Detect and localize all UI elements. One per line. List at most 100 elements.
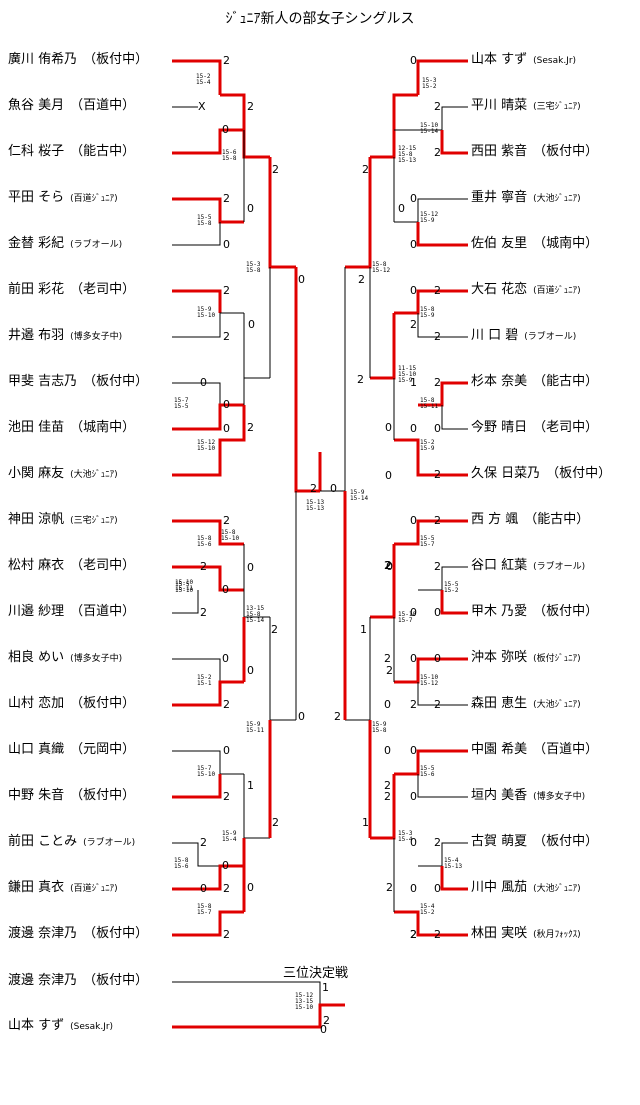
player-name: 山口 真織 <box>8 742 65 757</box>
match-score: 2 <box>223 514 230 527</box>
bracket-line-71 <box>172 981 321 1005</box>
player-club: （板付中） <box>83 374 149 389</box>
player-entry: 井邉 布羽(博多女子中) <box>8 328 122 345</box>
bracket-line-42 <box>416 222 468 247</box>
bracket-line-39 <box>370 93 418 159</box>
bracket-line-37 <box>418 106 468 131</box>
player-name: 杉本 奈美 <box>471 374 528 389</box>
player-club: （板付中） <box>533 604 599 619</box>
match-score: 2 <box>434 468 441 481</box>
bracket-line-36 <box>416 59 468 95</box>
match-score: 0 <box>434 422 441 435</box>
game-scores: 15-5 15-8 <box>197 214 212 227</box>
player-entry: 池田 佳苗（城南中） <box>8 420 135 436</box>
match-score: 0 <box>222 123 229 136</box>
bracket-line-19 <box>172 590 199 614</box>
player-entry: 神田 涼帆 (三宅ｼﾞｭﾆｱ) <box>8 512 118 529</box>
match-score: 2 <box>223 928 230 941</box>
player-name: 谷口 紅葉 <box>471 558 528 573</box>
match-score: 2 <box>223 882 230 895</box>
player-club: (ラブオール) <box>70 240 123 250</box>
player-name: 林田 実咲 <box>471 926 528 941</box>
match-score: 0 <box>248 318 255 331</box>
game-scores: 15-7 15-5 <box>174 397 189 410</box>
bracket-line-53 <box>394 519 468 546</box>
player-club: （老司中） <box>70 558 136 573</box>
match-score: 2 <box>410 318 417 331</box>
bracket-line-48 <box>441 405 468 430</box>
player-club: (百道ｼﾞｭﾆｱ) <box>533 286 581 296</box>
bracket-line-11 <box>172 382 221 405</box>
player-name: 西田 紫音 <box>471 144 528 159</box>
player-entry: 垣内 美香(博多女子中) <box>471 788 585 805</box>
match-score: 1 <box>360 623 367 636</box>
player-entry: 川 口 碧(ラブオール) <box>471 328 576 345</box>
player-club: （元岡中） <box>70 742 136 757</box>
player-name: 小関 麻友 <box>8 466 65 481</box>
player-entry: 廣川 侑希乃（板付中） <box>8 52 148 68</box>
player-entry: 重井 寧音(大池ｼﾞｭﾆｱ) <box>471 190 581 207</box>
player-name: 鎌田 真衣 <box>8 880 65 895</box>
player-club: （百道中） <box>533 742 599 757</box>
player-club: (Sesak.Jr) <box>70 1022 114 1032</box>
match-score: 2 <box>410 698 417 711</box>
player-entry: 西 方 颯（能古中） <box>471 512 589 528</box>
bracket-line-55 <box>440 590 468 615</box>
match-score: 0 <box>330 482 337 495</box>
player-club: （板付中） <box>70 696 136 711</box>
match-score: 2 <box>272 816 279 829</box>
player-club: (ラブオール) <box>524 332 577 342</box>
match-score: 0 <box>384 698 391 711</box>
match-score: 2 <box>384 790 391 803</box>
match-score: 1 <box>247 779 254 792</box>
player-name: 山本 すず <box>8 1018 65 1033</box>
game-scores: 15-8 15-11 <box>420 397 439 410</box>
game-scores: 15-8 15-9 <box>420 306 435 319</box>
match-score: 2 <box>434 836 441 849</box>
player-club: (大池ｼﾞｭﾆｱ) <box>533 884 581 894</box>
match-score: 2 <box>384 779 391 792</box>
match-score: 2 <box>434 146 441 159</box>
bracket-line-14 <box>172 405 246 477</box>
bracket-line-27 <box>172 842 220 867</box>
match-score: 2 <box>323 1014 330 1027</box>
player-entry: 西田 紫音 （板付中） <box>471 144 598 160</box>
match-score: 0 <box>410 238 417 251</box>
player-name: 魚谷 美月 <box>8 98 65 113</box>
player-name: 金替 彩紀 <box>8 236 65 251</box>
player-club: （板付中） <box>533 144 599 159</box>
match-score: 2 <box>223 192 230 205</box>
bracket-line-18 <box>172 565 244 592</box>
player-entry: 平川 晴菜(三宅ｼﾞｭﾆｱ) <box>471 98 581 115</box>
player-name: 井邉 布羽 <box>8 328 65 343</box>
player-club: （城南中） <box>533 236 599 251</box>
match-score: 2 <box>200 606 207 619</box>
player-name: 神田 涼帆 <box>8 512 65 527</box>
match-score: 2 <box>223 790 230 803</box>
match-score: 2 <box>358 273 365 286</box>
player-entry: 山本 すず (Sesak.Jr) <box>8 1018 113 1035</box>
bracket-line-63 <box>418 842 468 867</box>
bracket-line-6 <box>172 222 221 246</box>
match-score: 2 <box>434 100 441 113</box>
game-scores: 15-5 15-2 <box>444 581 459 594</box>
match-score: 0 <box>410 514 417 527</box>
game-scores: 15-2 15-1 <box>197 674 212 687</box>
match-score: 0 <box>386 560 393 573</box>
player-entry: 甲木 乃愛（板付中） <box>471 604 598 620</box>
player-club: (三宅ｼﾞｭﾆｱ) <box>70 516 118 526</box>
player-entry: 沖本 弥咲(板付ｼﾞｭﾆｱ) <box>471 650 581 667</box>
match-score: 0 <box>410 652 417 665</box>
player-name: 山本 すず <box>471 52 528 67</box>
player-club: (百道ｼﾞｭﾆｱ) <box>70 194 118 204</box>
player-entry: 森田 恵生 (大池ｼﾞｭﾆｱ) <box>471 696 581 713</box>
player-entry: 鎌田 真衣(百道ｼﾞｭﾆｱ) <box>8 880 118 897</box>
game-scores: 15-3 15-4 <box>398 830 413 843</box>
player-club: (大池ｼﾞｭﾆｱ) <box>533 700 581 710</box>
game-scores: 15-6 15-8 <box>222 149 237 162</box>
player-name: 森田 恵生 <box>471 696 528 711</box>
player-name: 垣内 美香 <box>471 788 528 803</box>
match-score: 2 <box>223 284 230 297</box>
bracket-line-17 <box>172 519 244 546</box>
